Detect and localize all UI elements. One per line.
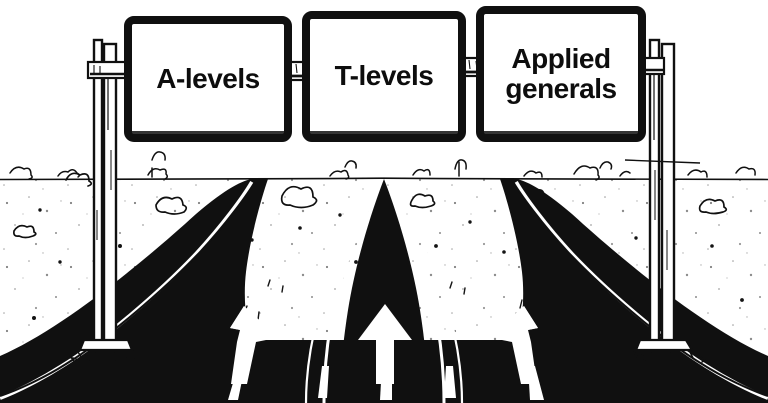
sign-t-levels[interactable]: [302, 11, 466, 142]
sign-a-levels[interactable]: [124, 16, 292, 142]
right-post: [624, 38, 729, 367]
lane-arrow-centre: [358, 304, 412, 384]
horizon-scrub: [9, 151, 756, 181]
lane-arrow-right: [498, 306, 538, 384]
lane-arrow-left: [230, 306, 270, 384]
sign-applied-generals[interactable]: [476, 6, 646, 142]
road-outline: [0, 179, 768, 397]
horizon-line: [0, 177, 768, 181]
left-post: [63, 38, 136, 365]
